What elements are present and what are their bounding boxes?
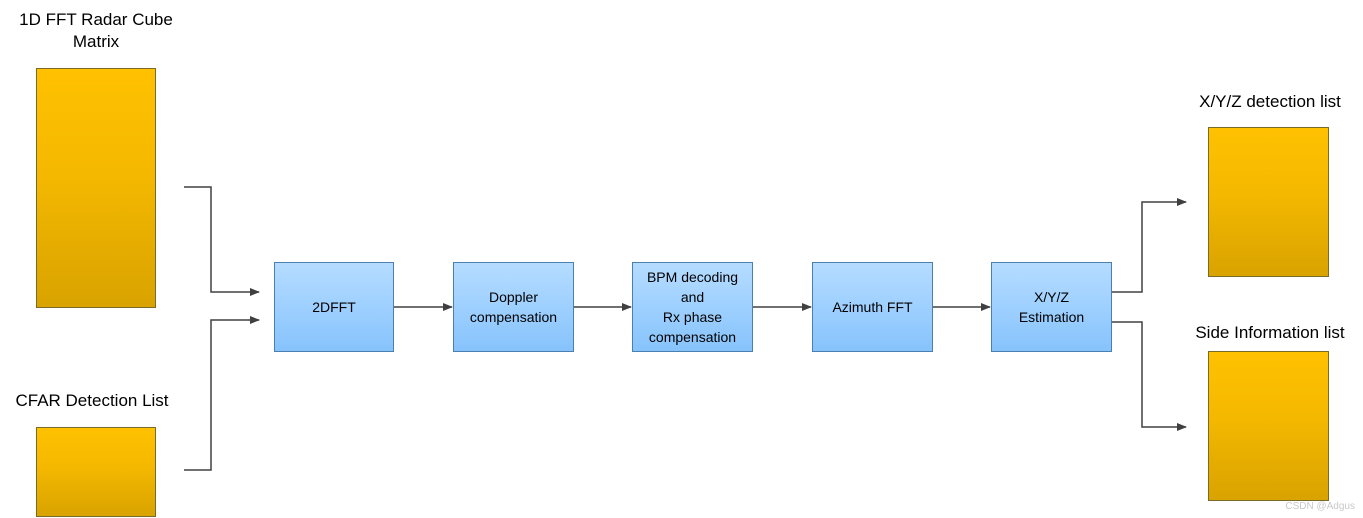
doppler-compensation-block: Doppler compensation [453,262,574,352]
arrow-xyz-to-side-info-list [1112,321,1187,431]
side-information-list-block [1208,351,1329,501]
azimuth-fft-block: Azimuth FFT [812,262,933,352]
arrow-cfar-to-2dfft [184,316,260,471]
fft2d-block: 2DFFT [274,262,394,352]
cfar-title: CFAR Detection List [15,391,169,410]
xyz-detection-list-block [1208,127,1329,277]
arrow-xyz-to-detection-list [1112,198,1187,293]
bpm-decoding-block: BPM decoding and Rx phase compensation [632,262,753,352]
cfar-list-block [36,427,156,517]
xyz-estimation-block: X/Y/Z Estimation [991,262,1112,352]
xyz-detection-list-title: X/Y/Z detection list [1199,92,1341,111]
side-information-list-title: Side Information list [1195,323,1345,342]
watermark: CSDN @Adgus [1285,501,1355,512]
arrow-radar-cube-to-2dfft [184,186,260,296]
radar-cube-title: 1D FFT Radar Cube Matrix [19,10,173,51]
radar-cube-block [36,68,156,308]
